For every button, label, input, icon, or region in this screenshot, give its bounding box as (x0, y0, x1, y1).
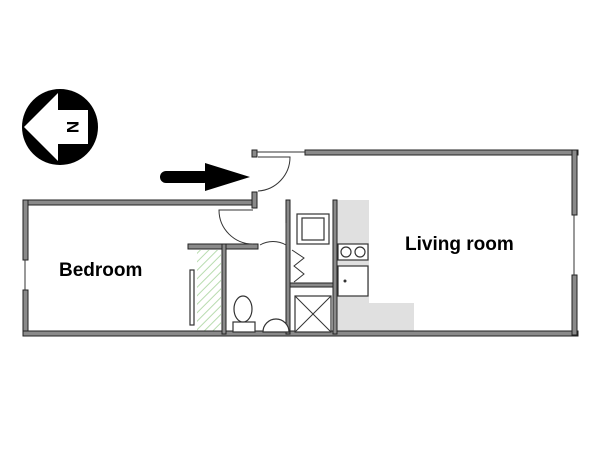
compass-icon: N (22, 89, 98, 165)
sink-icon (262, 318, 290, 333)
fixtures (232, 213, 369, 333)
toilet-icon (233, 295, 253, 323)
walls (22, 149, 579, 337)
doors (218, 156, 305, 283)
closet-area (197, 250, 221, 334)
compass-north-letter: N (63, 121, 82, 133)
entrance-arrow-icon (160, 163, 250, 191)
room-label-living-room: Living room (405, 234, 514, 255)
oven-icon (337, 265, 369, 297)
room-label-bedroom: Bedroom (59, 260, 142, 281)
windows (24, 151, 575, 326)
